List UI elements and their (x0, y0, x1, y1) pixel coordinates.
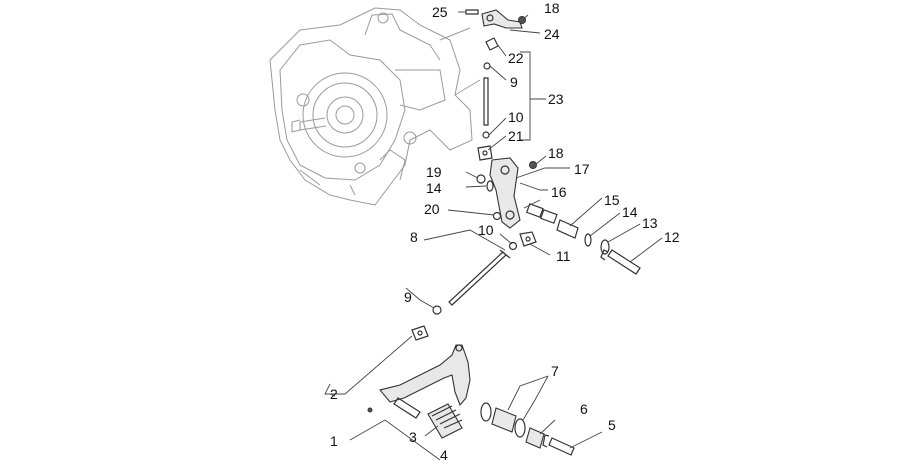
nut-20 (492, 211, 502, 221)
callout-24: 24 (544, 26, 560, 42)
spacer-15 (556, 219, 579, 239)
ball-joint-2 (411, 325, 429, 341)
callout-18-upper: 18 (544, 0, 560, 16)
callout-25: 25 (432, 4, 448, 20)
callout-13: 13 (642, 215, 658, 231)
washer-19 (476, 174, 486, 184)
lever-24 (481, 9, 523, 29)
bushing-7 (491, 407, 517, 433)
washer-7 (480, 402, 492, 422)
callout-14-right: 14 (622, 204, 638, 220)
leader-lines (324, 11, 663, 461)
callout-16: 16 (551, 184, 567, 200)
ball-joint-22 (485, 37, 499, 51)
bolt-12 (607, 249, 641, 275)
nut-9-upper (483, 62, 491, 70)
ball-joint-21 (477, 145, 493, 161)
gear-pedal-assembly (367, 325, 575, 456)
callout-10-lower: 10 (478, 222, 494, 238)
bushing-6 (525, 427, 545, 449)
callout-9-lower: 9 (404, 289, 412, 305)
callout-9-upper: 9 (510, 74, 518, 90)
pedal-lever (379, 344, 471, 407)
rod-8 (448, 249, 511, 306)
nut-10-lower (508, 241, 518, 251)
callout-15: 15 (604, 192, 620, 208)
callout-18-middle: 18 (548, 145, 564, 161)
nut-9-lower (432, 305, 442, 315)
callout-3: 3 (409, 429, 417, 445)
callout-14-left: 14 (426, 180, 442, 196)
rod-23 (483, 77, 489, 126)
washer-14-left (486, 180, 494, 192)
callout-21: 21 (508, 128, 524, 144)
middle-linkage (476, 157, 641, 275)
callout-5: 5 (608, 417, 616, 433)
callout-10-upper: 10 (508, 109, 524, 125)
bracket-17 (489, 157, 521, 229)
washer-14-right (584, 233, 592, 247)
screw-25 (465, 9, 479, 15)
callout-20: 20 (424, 201, 440, 217)
callout-6: 6 (580, 401, 588, 417)
washer-13 (600, 239, 610, 255)
nut-10-upper (482, 131, 490, 139)
callout-labels: 25 18 24 22 9 23 10 21 18 17 19 14 16 15… (330, 0, 680, 463)
callout-2: 2 (330, 386, 338, 402)
callout-23: 23 (548, 91, 564, 107)
bolt-5 (548, 437, 575, 456)
callout-7: 7 (551, 363, 559, 379)
ball-joint-11 (519, 231, 537, 247)
upper-linkage (465, 9, 526, 161)
bushing-16 (525, 203, 544, 218)
callout-17: 17 (574, 161, 590, 177)
callout-22: 22 (508, 50, 524, 66)
callout-1: 1 (330, 433, 338, 449)
nut-18-middle (529, 161, 537, 169)
callout-12: 12 (664, 229, 680, 245)
callout-19: 19 (426, 164, 442, 180)
callout-8: 8 (410, 229, 418, 245)
gearbox-housing (269, 7, 481, 206)
callout-11: 11 (556, 248, 571, 264)
callout-4: 4 (440, 447, 448, 463)
